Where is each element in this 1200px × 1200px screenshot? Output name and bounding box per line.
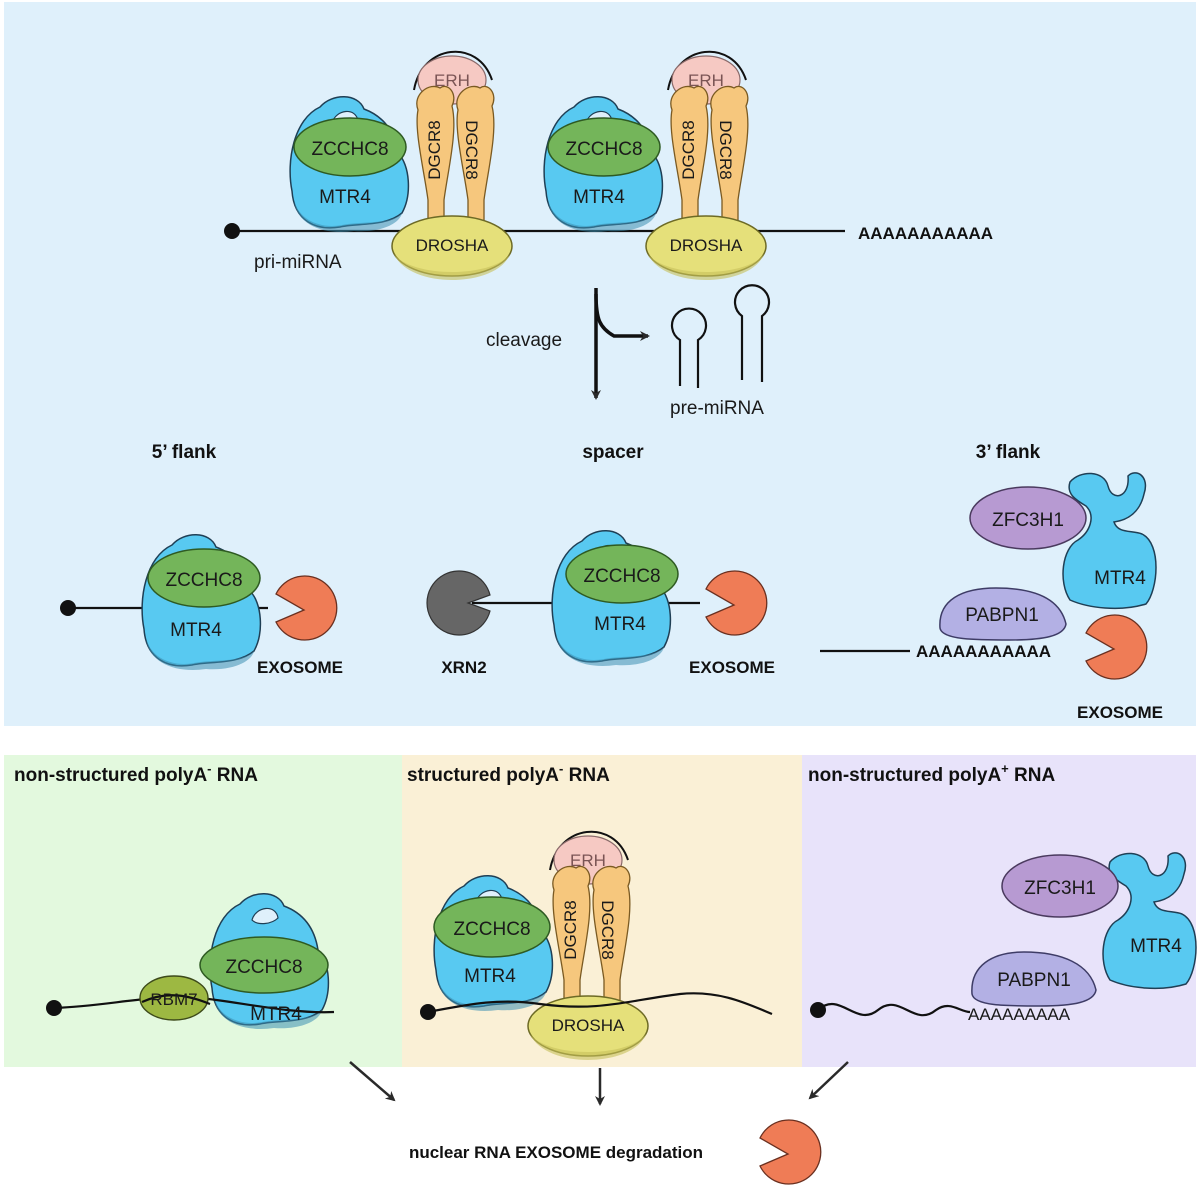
- rbm7-label: RBM7: [150, 990, 197, 1009]
- rna-5prime-cap: [224, 223, 240, 239]
- pabpn1-label: PABPN1: [997, 970, 1071, 991]
- mtr4-label: MTR4: [1094, 568, 1146, 589]
- section-title-spacer: spacer: [582, 442, 644, 463]
- zcchc8-label: ZCCHC8: [565, 139, 642, 160]
- mtr4-label: MTR4: [250, 1004, 302, 1025]
- erh-label: ERH: [434, 71, 470, 90]
- zcchc8-label: ZCCHC8: [311, 139, 388, 160]
- erh-label: ERH: [570, 851, 606, 870]
- drosha-label: DROSHA: [670, 236, 743, 255]
- xrn2-label: XRN2: [441, 658, 486, 677]
- pabpn1-label: PABPN1: [965, 605, 1039, 626]
- mtr4-label: MTR4: [170, 620, 222, 641]
- dgcr8-label: DGCR8: [462, 120, 481, 180]
- spacer-complex: ZCCHC8 MTR4 XRN2 EXOSOME: [426, 529, 775, 677]
- right-panel-complex: ZFC3H1 MTR4 PABPN1 AAAAAAAAA: [810, 852, 1197, 1024]
- three-flank-complex: ZFC3H1 MTR4 PABPN1 AAAAAAAAAAA EXOSOME: [820, 472, 1163, 722]
- exosome-label: EXOSOME: [1077, 703, 1163, 722]
- degradation-label: nuclear RNA EXOSOME degradation: [409, 1143, 703, 1162]
- middle-panel-complex: ZCCHC8 MTR4 ERH DGCR8 DGCR8 DROSHA: [420, 830, 773, 1061]
- left-panel-background: [4, 755, 402, 1067]
- exosome-label: EXOSOME: [257, 658, 343, 677]
- section-title-5-flank: 5’ flank: [152, 442, 217, 463]
- zfc3h1-label: ZFC3H1: [992, 510, 1064, 531]
- left-panel-title: non-structured polyA- RNA: [14, 761, 258, 786]
- exosome-label: EXOSOME: [689, 658, 775, 677]
- right-panel-title: non-structured polyA+ RNA: [808, 761, 1055, 786]
- polya-tail-label: AAAAAAAAAAA: [858, 224, 993, 243]
- drosha-label: DROSHA: [552, 1016, 625, 1035]
- dgcr8-label: DGCR8: [598, 900, 617, 960]
- pre-mirna-label: pre-miRNA: [670, 398, 764, 419]
- section-title-3-flank: 3’ flank: [976, 442, 1041, 463]
- five-flank-complex: ZCCHC8 MTR4 EXOSOME: [60, 533, 343, 677]
- polya-tail-label: AAAAAAAAAAA: [916, 642, 1051, 661]
- polya-tail-label: AAAAAAAAA: [968, 1005, 1071, 1024]
- degradation-arrows: [349, 1061, 849, 1106]
- erh-label: ERH: [688, 71, 724, 90]
- mtr4-label: MTR4: [464, 966, 516, 987]
- drosha-label: DROSHA: [416, 236, 489, 255]
- mtr4-label: MTR4: [1130, 936, 1182, 957]
- dgcr8-label: DGCR8: [425, 120, 444, 180]
- pre-mirna-hairpins: pre-miRNA: [670, 284, 771, 419]
- zfc3h1-label: ZFC3H1: [1024, 878, 1096, 899]
- zcchc8-label: ZCCHC8: [453, 919, 530, 940]
- cleavage-label: cleavage: [486, 330, 562, 351]
- dgcr8-label: DGCR8: [716, 120, 735, 180]
- pri-mirna-label: pri-miRNA: [254, 252, 342, 273]
- middle-panel-title: structured polyA- RNA: [407, 761, 610, 786]
- pri-mirna-complex: ZCCHC8 MTR4 ERH DGCR8 DGCR8 DROSHA ZCCHC…: [224, 50, 993, 281]
- mtr4-label: MTR4: [573, 187, 625, 208]
- cleavage-arrows: cleavage: [486, 288, 650, 400]
- left-panel-complex: RBM7 ZCCHC8 MTR4: [46, 892, 335, 1030]
- dgcr8-label: DGCR8: [679, 120, 698, 180]
- mtr4-label: MTR4: [319, 187, 371, 208]
- zcchc8-label: ZCCHC8: [225, 957, 302, 978]
- mtr4-label: MTR4: [594, 614, 646, 635]
- zcchc8-label: ZCCHC8: [165, 570, 242, 591]
- dgcr8-label: DGCR8: [561, 900, 580, 960]
- zcchc8-label: ZCCHC8: [583, 566, 660, 587]
- exosome-icon: [759, 1119, 822, 1185]
